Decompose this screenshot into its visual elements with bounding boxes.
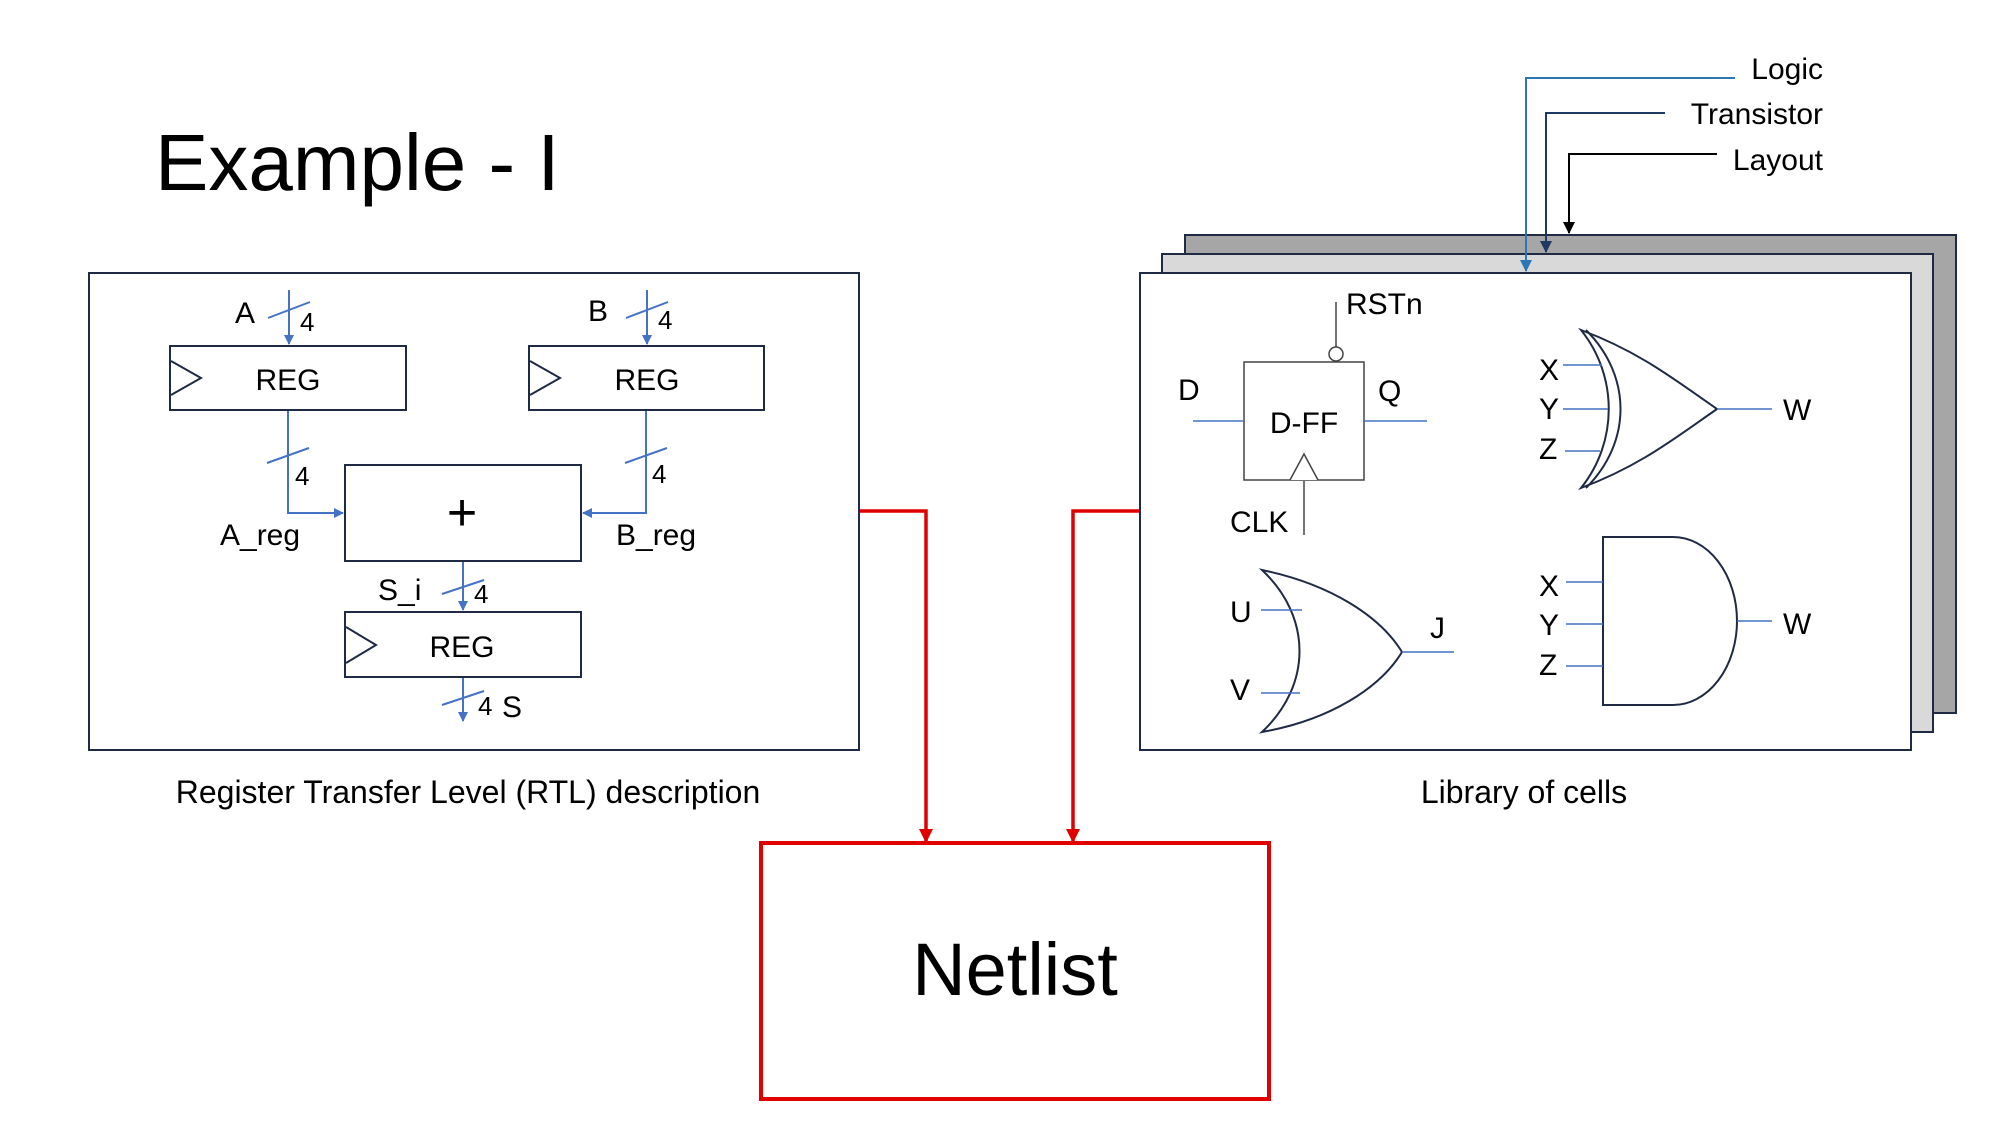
adder-block: + bbox=[344, 464, 582, 562]
dff-clk-label: CLK bbox=[1230, 506, 1288, 539]
dff-label: D-FF bbox=[1270, 407, 1338, 440]
xor-z-label: Z bbox=[1539, 433, 1557, 466]
library-to-netlist-connector bbox=[1066, 509, 1139, 843]
layer-label-logic: Logic bbox=[1751, 53, 1823, 86]
and-y-label: Y bbox=[1539, 609, 1559, 642]
input-a-label: A bbox=[235, 297, 255, 330]
width-s-label: 4 bbox=[478, 691, 492, 721]
input-b-label: B bbox=[588, 295, 608, 328]
rtl-to-netlist-connector bbox=[860, 509, 933, 843]
width-s-i-label: 4 bbox=[474, 579, 488, 609]
and-w-label: W bbox=[1783, 608, 1812, 641]
or-gate-cell: U V J bbox=[1230, 568, 1454, 734]
page-title: Example - I bbox=[155, 118, 560, 207]
or-j-label: J bbox=[1430, 612, 1445, 645]
signal-a-reg-label: A_reg bbox=[220, 519, 300, 552]
library-caption: Library of cells bbox=[1421, 774, 1627, 810]
layer-label-layout: Layout bbox=[1733, 144, 1824, 177]
reg-b-block: REG bbox=[528, 345, 765, 411]
signal-b-reg-label: B_reg bbox=[616, 519, 696, 552]
reg-s-block: REG bbox=[344, 611, 582, 678]
dff-d-label: D bbox=[1178, 374, 1200, 407]
adder-symbol: + bbox=[447, 484, 477, 542]
reg-s-label: REG bbox=[429, 631, 494, 664]
width-b-reg-label: 4 bbox=[652, 459, 666, 489]
width-a-label: 4 bbox=[300, 307, 314, 337]
layer-label-transistor: Transistor bbox=[1691, 98, 1823, 131]
signal-s-i-label: S_i bbox=[378, 574, 421, 607]
dff-rstn-label: RSTn bbox=[1346, 288, 1423, 321]
and-x-label: X bbox=[1539, 570, 1559, 603]
reg-a-block: REG bbox=[169, 345, 407, 411]
and-z-label: Z bbox=[1539, 649, 1557, 682]
output-s-label: S bbox=[502, 691, 522, 724]
logic-sheet bbox=[1139, 272, 1912, 751]
dff-q-label: Q bbox=[1378, 375, 1401, 408]
library-panel: Logic Transistor Layout D-FF D Q CLK RST… bbox=[1139, 53, 1957, 751]
rtl-panel: A 4 REG B 4 REG 4 A_reg 4 B_reg bbox=[88, 272, 860, 751]
and-gate-cell: X Y Z W bbox=[1539, 536, 1812, 706]
xor-gate-cell: X Y Z W bbox=[1539, 327, 1812, 491]
dff-cell: D-FF D Q CLK RSTn bbox=[1178, 288, 1427, 539]
width-b-label: 4 bbox=[658, 305, 672, 335]
xor-w-label: W bbox=[1783, 394, 1812, 427]
reg-a-label: REG bbox=[255, 364, 320, 397]
or-u-label: U bbox=[1230, 596, 1252, 629]
netlist-label: Netlist bbox=[912, 928, 1118, 1011]
or-v-label: V bbox=[1230, 674, 1250, 707]
netlist-box: Netlist bbox=[759, 841, 1271, 1101]
xor-y-label: Y bbox=[1539, 393, 1559, 426]
rtl-caption: Register Transfer Level (RTL) descriptio… bbox=[176, 774, 761, 810]
reg-b-label: REG bbox=[614, 364, 679, 397]
width-a-reg-label: 4 bbox=[295, 461, 309, 491]
xor-x-label: X bbox=[1539, 354, 1559, 387]
